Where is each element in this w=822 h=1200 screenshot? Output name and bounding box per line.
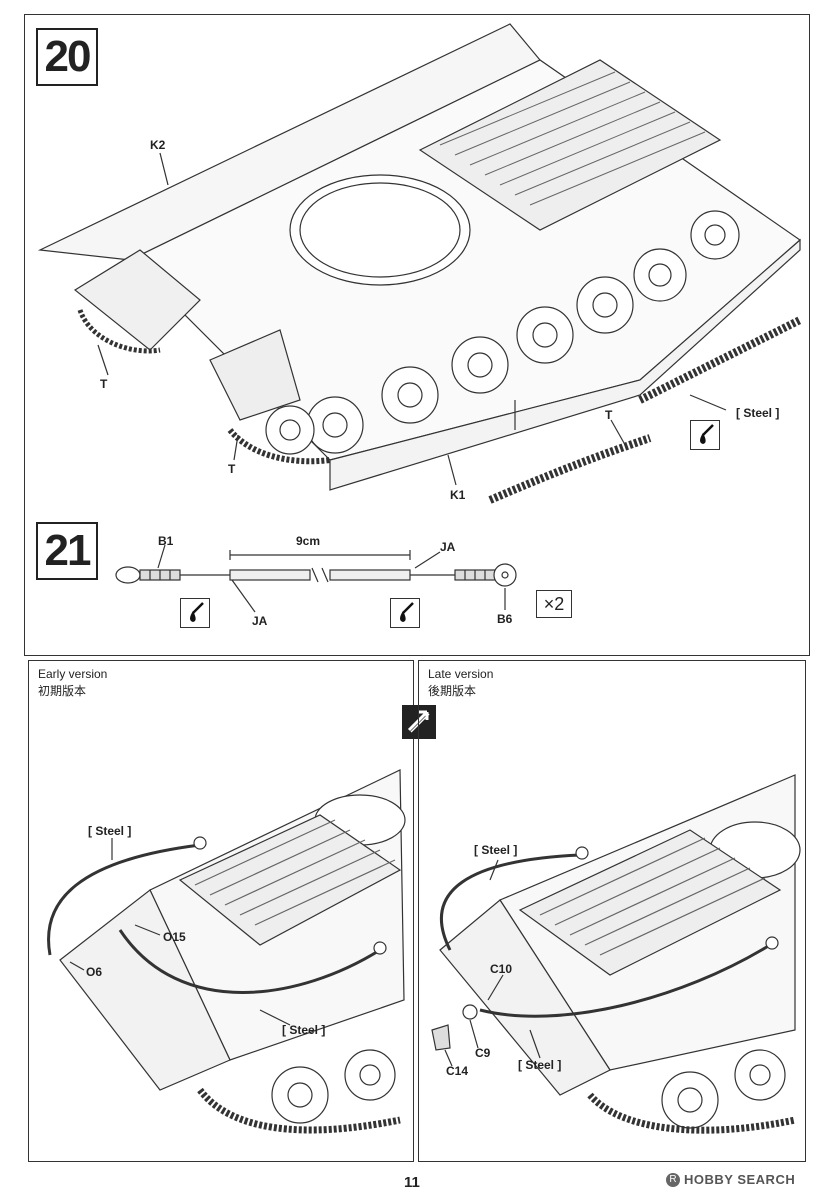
label-c9: C9	[475, 1046, 491, 1060]
label-k1: K1	[450, 488, 466, 502]
label-b1: B1	[158, 534, 174, 548]
label-b6: B6	[497, 612, 513, 626]
label-steel-step20: [ Steel ]	[736, 406, 780, 420]
label-t-front: T	[228, 462, 236, 476]
page-number: 11	[404, 1174, 420, 1191]
label-c14: C14	[446, 1064, 469, 1078]
glue-icon-step21-right	[390, 598, 420, 628]
label-late-steel-bottom: [ Steel ]	[518, 1058, 562, 1072]
step21-cable-illustration	[115, 544, 517, 613]
step-number-21: 21	[36, 522, 98, 580]
watermark-logo-icon: R	[666, 1172, 680, 1187]
label-early-steel-top: [ Steel ]	[88, 824, 132, 838]
label-c10: C10	[490, 962, 513, 976]
label-o15: O15	[163, 930, 186, 944]
label-ja-top: JA	[440, 540, 456, 554]
label-t-left: T	[100, 377, 108, 391]
label-ja-left: JA	[252, 614, 268, 628]
label-early-steel-bottom: [ Steel ]	[282, 1023, 326, 1037]
page-frame	[24, 14, 810, 656]
glue-icon-step20	[690, 420, 720, 450]
late-version-panel	[418, 660, 806, 1162]
early-version-title: Early version	[38, 667, 108, 681]
early-version-panel	[28, 660, 414, 1162]
early-version-title-cn: 初期版本	[38, 684, 87, 698]
label-t-right: T	[605, 408, 613, 422]
label-late-steel-top: [ Steel ]	[474, 843, 518, 857]
label-length: 9cm	[296, 534, 321, 548]
watermark: R HOBBY SEARCH	[666, 1172, 795, 1187]
swap-arrow-icon	[402, 705, 436, 739]
multiplier-badge: ×2	[536, 590, 572, 618]
watermark-text: HOBBY SEARCH	[684, 1172, 796, 1187]
late-version-title: Late version	[428, 667, 494, 681]
step-number-20: 20	[36, 28, 98, 86]
late-version-title-cn: 後期版本	[428, 684, 477, 698]
label-o6: O6	[86, 965, 103, 979]
step20-illustration	[37, 23, 802, 504]
label-k2: K2	[150, 138, 166, 152]
glue-icon-step21-left	[180, 598, 210, 628]
